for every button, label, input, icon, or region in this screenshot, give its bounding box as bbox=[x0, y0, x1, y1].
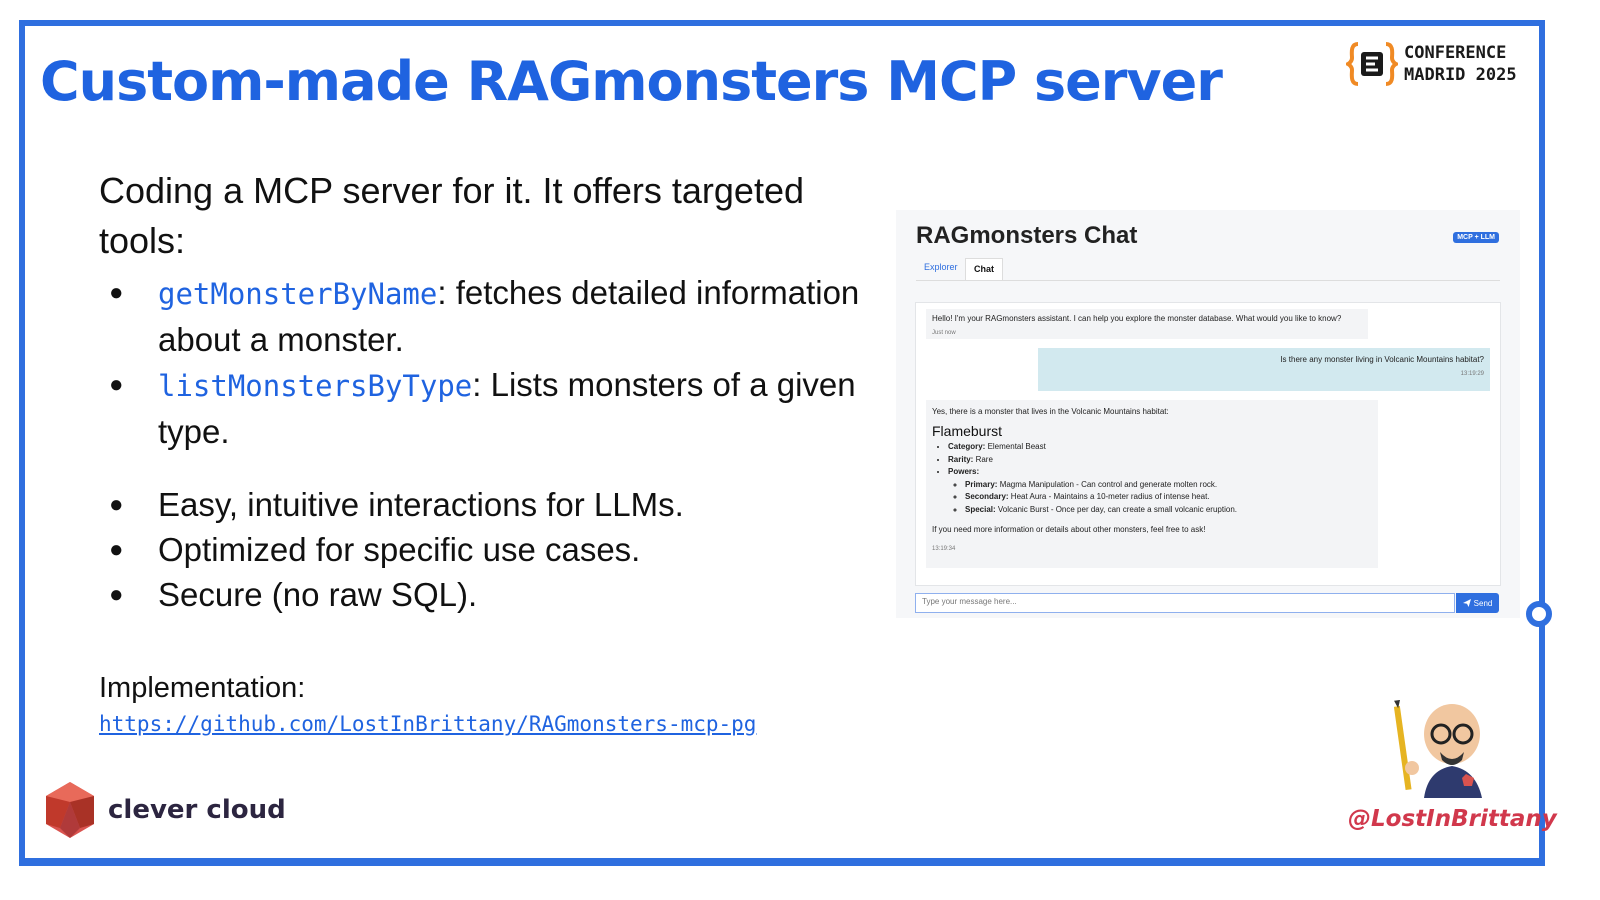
implementation-link[interactable]: https://github.com/LostInBrittany/RAGmon… bbox=[99, 712, 757, 736]
list-item: Category: Elemental Beast bbox=[948, 441, 1372, 454]
tool-name: listMonstersByType bbox=[158, 369, 473, 403]
monster-name: Flameburst bbox=[932, 423, 1003, 439]
message-text: Hello! I'm your RAGmonsters assistant. I… bbox=[932, 314, 1342, 323]
slide-content: Coding a MCP server for it. It offers ta… bbox=[99, 166, 899, 617]
list-item: Rarity: Rare bbox=[948, 454, 1372, 467]
benefits-list: Easy, intuitive interactions for LLMs. O… bbox=[99, 482, 899, 617]
conference-line1: CONFERENCE bbox=[1404, 43, 1507, 63]
list-item: listMonstersByType: Lists monsters of a … bbox=[99, 362, 899, 454]
answer-intro: Yes, there is a monster that lives in th… bbox=[932, 407, 1169, 416]
send-icon bbox=[1462, 599, 1471, 607]
tools-list: getMonsterByName: fetches detailed infor… bbox=[99, 270, 899, 454]
twitter-handle: @LostInBrittany bbox=[1348, 806, 1557, 832]
user-question-message: Is there any monster living in Volcanic … bbox=[1038, 348, 1490, 391]
clever-cloud-logo: clever cloud bbox=[42, 780, 286, 840]
monster-attributes: Category: Elemental Beast Rarity: Rare P… bbox=[932, 441, 1372, 516]
conference-logo: CONFERENCE MADRID 2025 bbox=[1346, 40, 1517, 88]
list-item: Primary: Magma Manipulation - Can contro… bbox=[965, 479, 1372, 492]
conference-line2: MADRID 2025 bbox=[1404, 65, 1517, 85]
tool-name: getMonsterByName bbox=[158, 277, 438, 311]
tool-description: : Lists monsters of a given type. bbox=[158, 366, 856, 450]
conference-braces-icon bbox=[1346, 42, 1398, 86]
slide-title: Custom-made RAGmonsters MCP server bbox=[40, 50, 1223, 113]
tab-explorer[interactable]: Explorer bbox=[924, 262, 958, 272]
chat-app-screenshot: RAGmonsters Chat MCP + LLM Explorer Chat… bbox=[896, 210, 1520, 618]
message-text: Is there any monster living in Volcanic … bbox=[1280, 355, 1484, 364]
list-item: Secondary: Heat Aura - Maintains a 10-me… bbox=[965, 491, 1372, 504]
message-time: 13:19:29 bbox=[1460, 371, 1484, 377]
send-label: Send bbox=[1473, 598, 1493, 608]
list-item: Powers: Primary: Magma Manipulation - Ca… bbox=[948, 466, 1372, 516]
list-item: Optimized for specific use cases. bbox=[99, 527, 899, 572]
send-button[interactable]: Send bbox=[1456, 593, 1499, 613]
chat-messages: Hello! I'm your RAGmonsters assistant. I… bbox=[915, 302, 1501, 586]
clever-cloud-icon bbox=[46, 782, 94, 838]
list-item: Easy, intuitive interactions for LLMs. bbox=[99, 482, 899, 527]
powers-list: Primary: Magma Manipulation - Can contro… bbox=[948, 479, 1372, 517]
slide-frame bbox=[19, 20, 1545, 866]
avatar-illustration bbox=[1393, 700, 1482, 798]
list-item: getMonsterByName: fetches detailed infor… bbox=[99, 270, 899, 362]
message-time: 13:19:34 bbox=[932, 546, 956, 552]
list-item: Special: Volcanic Burst - Once per day, … bbox=[965, 504, 1372, 517]
tool-description: : fetches detailed information about a m… bbox=[158, 274, 860, 358]
tab-chat[interactable]: Chat bbox=[965, 258, 1003, 280]
implementation-label: Implementation: bbox=[99, 672, 306, 704]
assistant-answer-message: Yes, there is a monster that lives in th… bbox=[926, 400, 1378, 568]
list-item: Secure (no raw SQL). bbox=[99, 572, 899, 617]
chat-tabs: Explorer Chat bbox=[916, 258, 1500, 281]
frame-dot bbox=[1526, 601, 1552, 627]
company-name: clever cloud bbox=[108, 795, 286, 825]
message-time: Just now bbox=[932, 330, 956, 336]
intro-text: Coding a MCP server for it. It offers ta… bbox=[99, 170, 804, 261]
chat-app-title: RAGmonsters Chat bbox=[916, 222, 1138, 249]
mcp-llm-badge: MCP + LLM bbox=[1453, 232, 1499, 243]
message-input[interactable]: Type your message here... bbox=[915, 593, 1455, 613]
answer-outro: If you need more information or details … bbox=[932, 525, 1206, 534]
assistant-greeting-message: Hello! I'm your RAGmonsters assistant. I… bbox=[926, 309, 1368, 339]
